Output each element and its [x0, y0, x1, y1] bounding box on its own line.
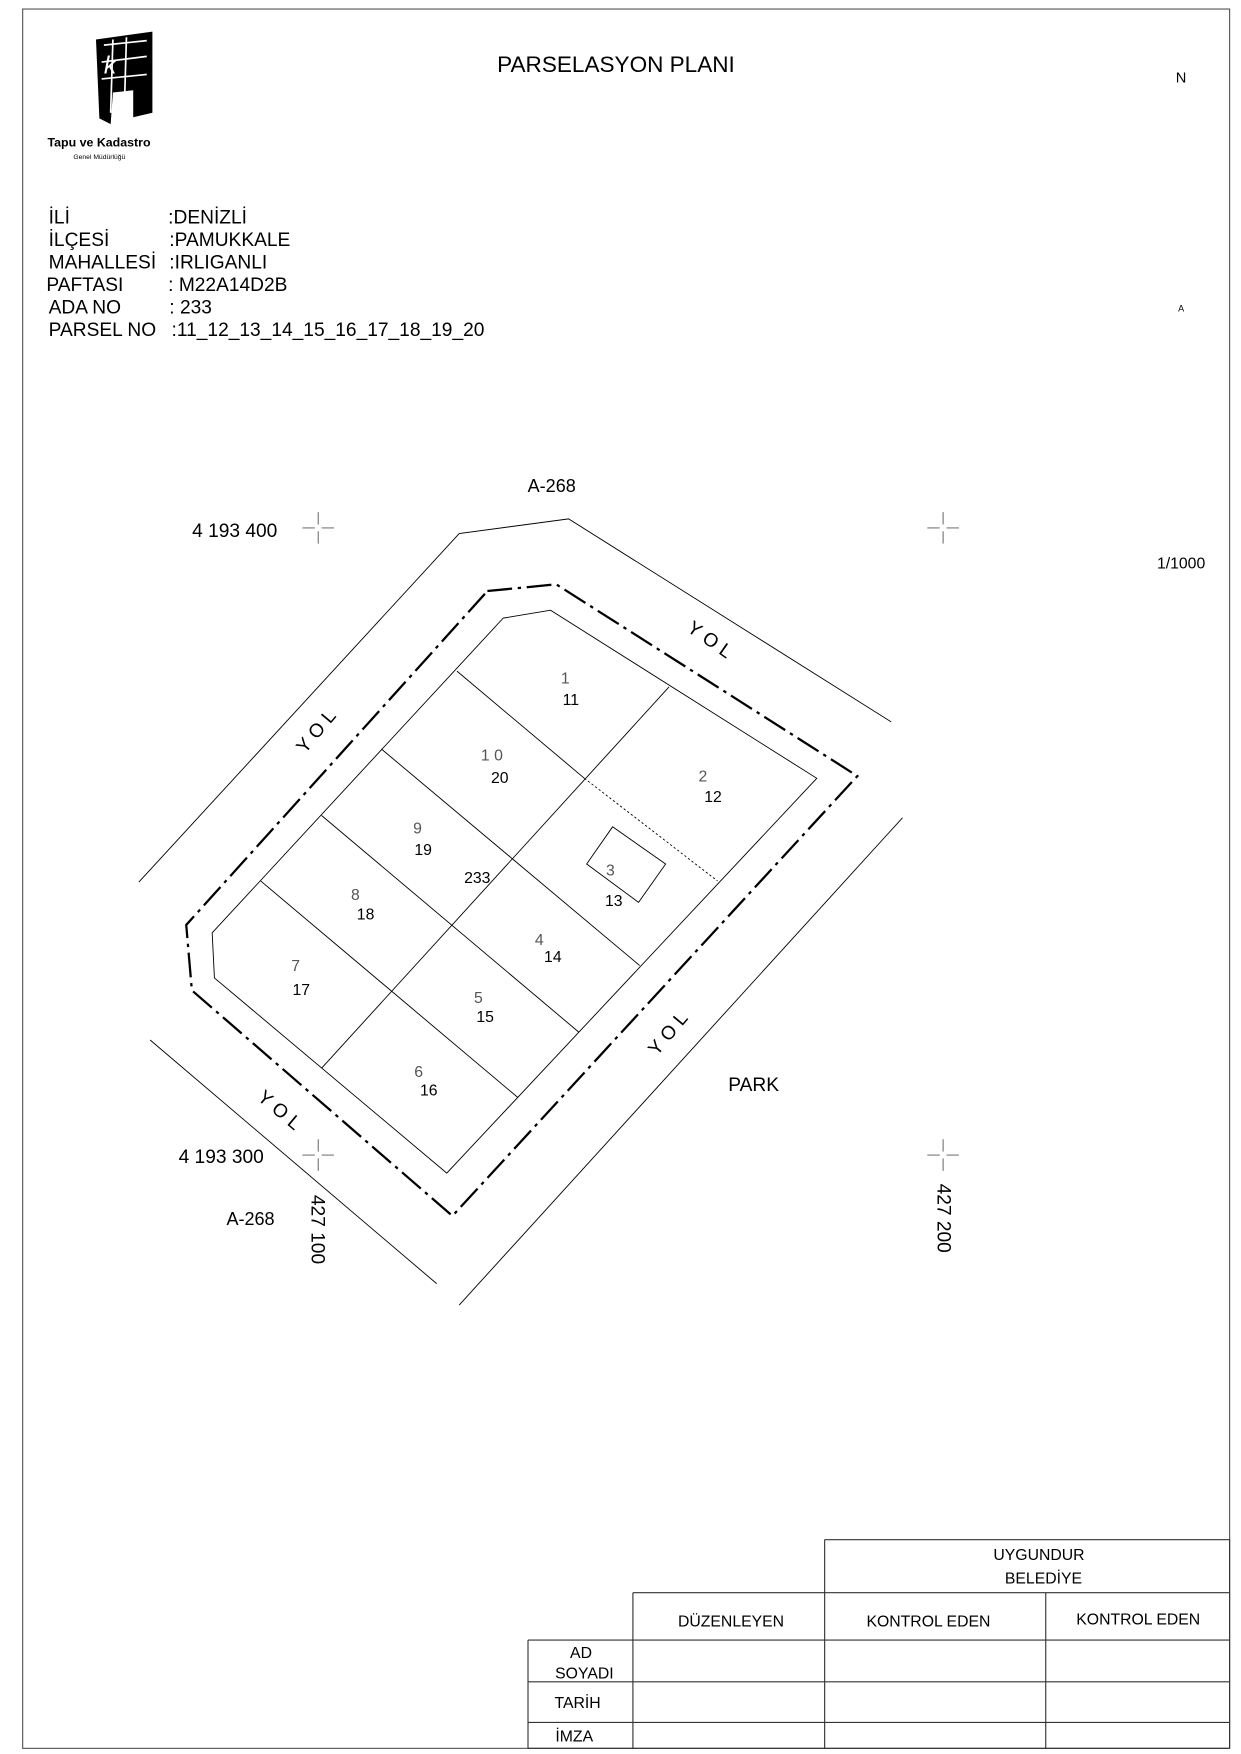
parcel-old-no: 1 [561, 671, 570, 688]
parcel-labels: 1 11 2 12 3 13 4 14 5 15 6 16 7 17 8 18 … [291, 671, 722, 1100]
info-value: :11_12_13_14_15_16_17_18_19_20 [172, 320, 485, 341]
info-value: :DENİZLİ [168, 207, 247, 228]
road-label: YOL [253, 1087, 309, 1139]
north-label: N [1176, 70, 1187, 86]
parcel-old-no: 3 [606, 862, 615, 879]
info-label: PARSEL NO [49, 320, 157, 341]
svg-text:k: k [104, 52, 118, 79]
signature-table: UYGUNDUR BELEDİYE DÜZENLEYEN KONTROL EDE… [527, 1539, 1231, 1749]
table-column-header: KONTROL EDEN [1076, 1611, 1200, 1628]
table-row-label: TARİH [555, 1693, 601, 1712]
building [586, 826, 667, 904]
table-group-header: UYGUNDUR [993, 1547, 1084, 1564]
road-label: YOL [293, 702, 345, 758]
park-label: PARK [728, 1075, 779, 1096]
parcel-map: A-268 A-268 4 193 400 4 193 300 427 100 … [138, 476, 959, 1306]
parcel-new-no: 17 [293, 982, 311, 999]
parcel-new-no: 11 [563, 692, 579, 709]
svg-text:Tapu ve Kadastro: Tapu ve Kadastro [47, 136, 150, 150]
table-row-label: AD [570, 1645, 592, 1662]
table-row-label: İMZA [555, 1727, 593, 1746]
parcel-new-no: 12 [704, 789, 722, 806]
north-arrow-label: A [1178, 303, 1184, 313]
table-group-header: BELEDİYE [1005, 1569, 1082, 1588]
parcel-line [321, 686, 670, 1069]
coord-east-right: 427 200 [932, 1184, 953, 1253]
road-edge [138, 518, 892, 883]
svg-text:Genel Müdürlüğü: Genel Müdürlüğü [73, 154, 125, 161]
parcel-old-no: 9 [413, 821, 422, 838]
page-title: PARSELASYON PLANI [497, 52, 735, 77]
parcel-old-no: 7 [291, 958, 300, 975]
info-value: :PAMUKKALE [169, 230, 290, 251]
scale-label: 1/1000 [1157, 555, 1205, 572]
info-label: MAHALLESİ [49, 252, 157, 273]
parcel-line [260, 880, 519, 1098]
table-column-header: KONTROL EDEN [866, 1614, 990, 1631]
parcel-old-no: 8 [351, 887, 360, 904]
road-label: YOL [645, 1004, 697, 1060]
road-edge [458, 817, 903, 1306]
grid-crosshair [302, 512, 959, 1171]
info-value: :IRLIGANLI [169, 252, 267, 273]
block-number: 233 [464, 870, 491, 887]
block-boundary [185, 583, 860, 1218]
coord-east-left: 427 100 [306, 1195, 327, 1264]
parcel-new-no: 13 [605, 893, 623, 910]
parcel-old-no: 1 0 [481, 747, 503, 764]
info-label: ADA NO [49, 298, 121, 319]
parcel-line [321, 815, 580, 1033]
road-label: YOL [683, 617, 740, 666]
parcel-new-no: 15 [476, 1009, 494, 1026]
info-value: : M22A14D2B [168, 275, 287, 296]
parcel-old-no: 5 [474, 990, 483, 1007]
info-value: : 233 [169, 298, 212, 319]
parcel-new-no: 16 [420, 1082, 438, 1099]
parcel-line [381, 748, 640, 966]
parcel-new-no: 19 [414, 842, 432, 859]
table-column-header: DÜZENLEYEN [678, 1613, 784, 1631]
parcel-old-no: 6 [414, 1064, 423, 1081]
info-label: İLÇESİ [49, 230, 110, 251]
parcel-old-no: 2 [698, 769, 707, 786]
info-block: İLİ :DENİZLİ İLÇESİ :PAMUKKALE MAHALLESİ… [46, 207, 484, 341]
road-edge [149, 1039, 437, 1284]
ref-bottom: A-268 [226, 1209, 274, 1229]
info-label: PAFTASI [46, 275, 123, 296]
table-row-label: SOYADI [555, 1665, 613, 1682]
parcel-line-dotted [584, 777, 718, 882]
parcel-line [456, 670, 585, 779]
parcel-new-no: 18 [357, 906, 375, 923]
block-inner-edge [211, 609, 818, 1174]
coord-north-top: 4 193 400 [192, 521, 277, 542]
tkgm-logo: k Tapu ve Kadastro Genel Müdürlüğü [47, 31, 153, 161]
parcel-new-no: 14 [544, 949, 562, 966]
parcel-old-no: 4 [535, 932, 544, 949]
parcel-new-no: 20 [491, 770, 509, 787]
ref-top: A-268 [528, 476, 576, 496]
info-label: İLİ [49, 207, 70, 228]
coord-north-bottom: 4 193 300 [179, 1147, 264, 1168]
